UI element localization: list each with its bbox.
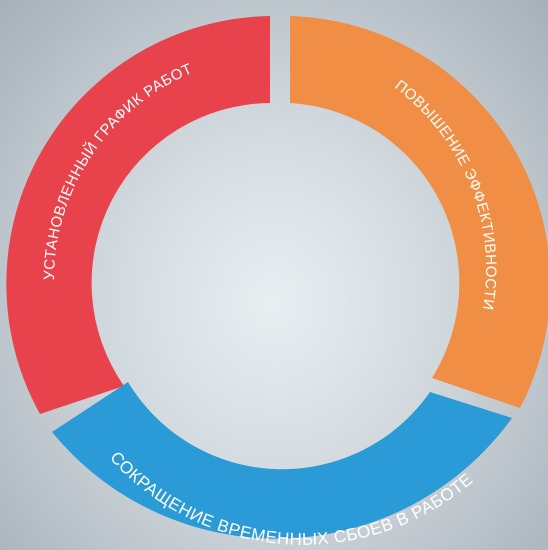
segment-schedule: УСТАНОВЛЕННЫЙ ГРАФИК РАБОТ — [6, 16, 271, 414]
segment-schedule-shape — [6, 16, 271, 414]
segment-failures-shape — [52, 382, 512, 539]
segment-efficiency: ПОВЫШЕНИЕ ЭФФЕКТИВНОСТИ — [290, 16, 548, 408]
segment-failures: СОКРАЩЕНИЕ ВРЕМЕННЫХ СБОЕВ В РАБОТЕ — [52, 382, 512, 549]
segment-efficiency-shape — [290, 16, 548, 408]
